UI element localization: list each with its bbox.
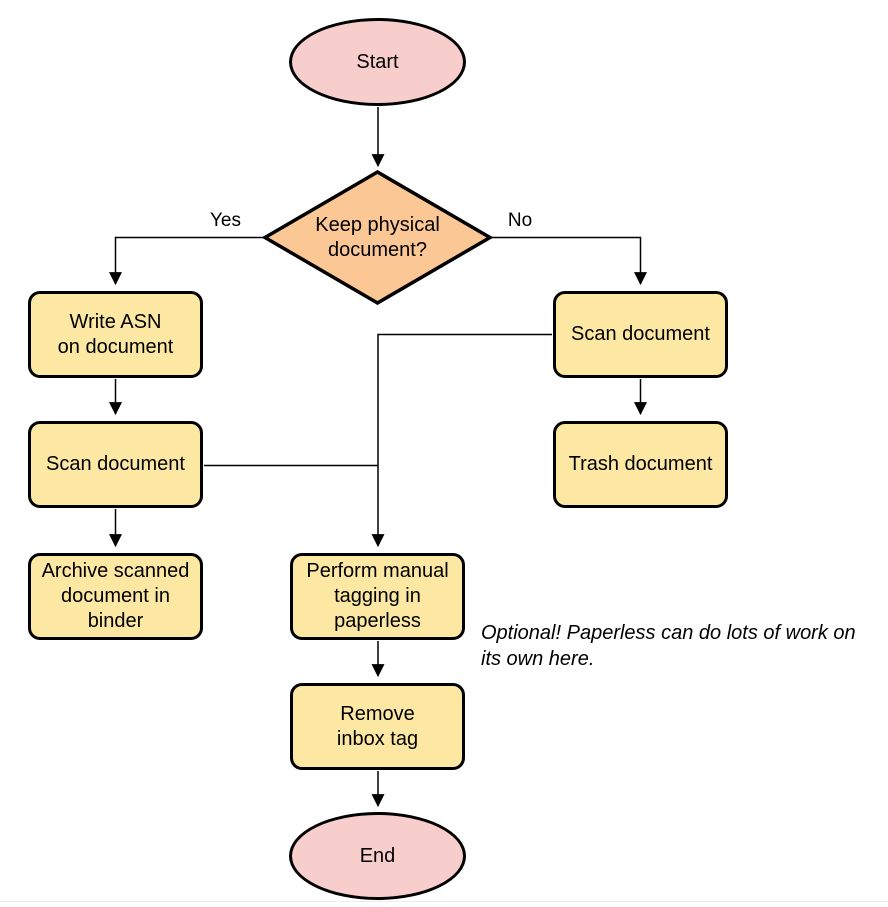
node-decision-label: Keep physical document?: [315, 213, 440, 261]
node-scan-document-left: Scan document: [28, 421, 203, 508]
node-trash-document: Trash document: [553, 421, 728, 508]
node-start-label: Start: [356, 50, 399, 73]
node-write-asn-label: Write ASN on document: [57, 310, 174, 358]
node-tagging-label: Perform manual tagging in paperless: [306, 560, 449, 632]
decision-diamond-shape: [261, 169, 494, 306]
node-remove-inbox-tag: Remove inbox tag: [290, 683, 465, 770]
node-start: Start: [289, 18, 466, 106]
node-scan-left-label: Scan document: [46, 453, 185, 475]
annotation-optional-paperless: Optional! Paperless can do lots of work …: [481, 622, 856, 670]
node-trash-label: Trash document: [568, 453, 713, 475]
node-end-label: End: [359, 844, 396, 867]
node-archive-label: Archive scanned document in binder: [41, 560, 190, 632]
node-perform-manual-tagging: Perform manual tagging in paperless: [290, 553, 465, 640]
bottom-divider-line: [0, 901, 888, 902]
node-end: End: [289, 812, 466, 900]
node-scan-document-right: Scan document: [553, 291, 728, 378]
edge-decision-no-to-scan-right: [491, 236, 647, 286]
edge-scan-right-to-tagging: [371, 333, 552, 548]
edge-label-yes: Yes: [210, 210, 241, 231]
node-remove-inbox-label: Remove inbox tag: [336, 702, 419, 750]
edge-decision-yes-to-write-asn: [109, 236, 264, 286]
node-decision-keep-physical-document: Keep physical document?: [270, 177, 485, 298]
node-write-asn-on-document: Write ASN on document: [28, 291, 203, 378]
edge-label-no: No: [507, 210, 533, 231]
node-scan-right-label: Scan document: [571, 323, 710, 345]
node-archive-scanned-document: Archive scanned document in binder: [28, 553, 203, 640]
